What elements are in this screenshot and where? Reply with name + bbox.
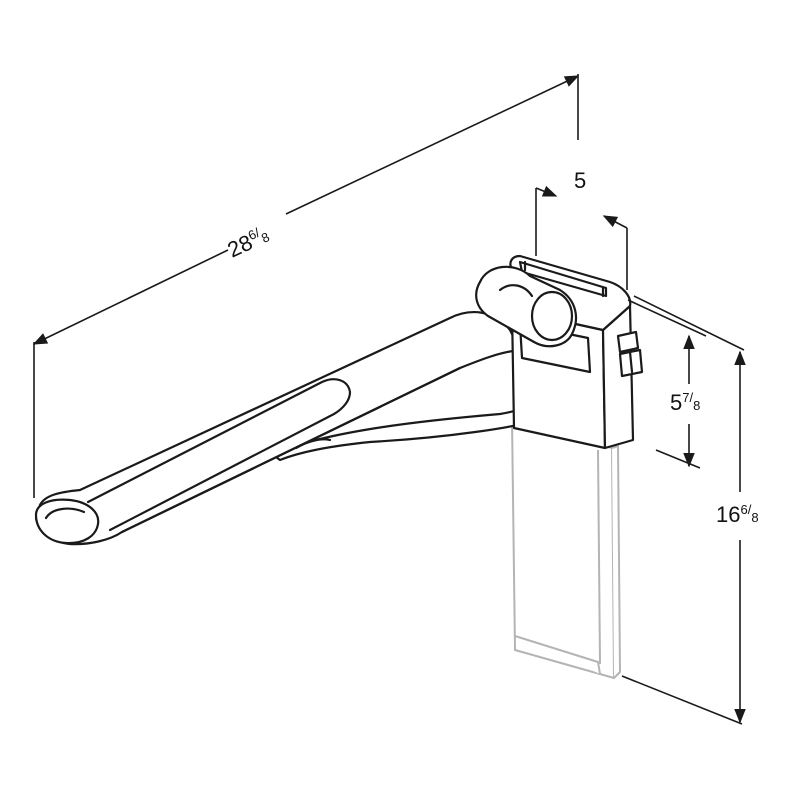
length-label: 286/8: [224, 222, 273, 263]
bracket-extension-bottom: [655, 449, 701, 469]
total-numerator: 6: [740, 502, 747, 517]
total-extension-bottom: [621, 675, 743, 725]
total-height-label: 166/8: [716, 502, 759, 527]
total-whole: 16: [716, 502, 740, 527]
length-arrow-line-b: [285, 75, 580, 215]
total-denominator: 8: [751, 510, 758, 525]
bracket-numerator: 7: [682, 390, 689, 405]
bracket-extension-top: [627, 299, 707, 337]
bracket-denominator: 8: [693, 398, 700, 413]
hinge-bracket: [475, 254, 644, 450]
grab-bar-arm: [34, 311, 522, 546]
length-arrow-line-a: [32, 249, 229, 345]
bracket-height-label: 57/8: [670, 390, 700, 415]
bracket-whole: 5: [670, 390, 682, 415]
bracket-fraction-slash: /: [689, 390, 693, 405]
wall-plate-outline: [511, 419, 621, 679]
dimension-depth: 5: [535, 168, 628, 290]
length-denominator: 8: [259, 229, 272, 246]
dimension-total-height: 166/8: [621, 295, 759, 725]
total-fraction-slash: /: [748, 502, 752, 517]
depth-arrow-left: [535, 185, 558, 197]
depth-arrow-right: [602, 215, 628, 229]
total-extension-top: [633, 295, 745, 351]
length-fraction-slash: /: [252, 225, 262, 240]
dimension-bracket-height: 57/8: [627, 299, 707, 469]
depth-label: 5: [574, 168, 586, 193]
